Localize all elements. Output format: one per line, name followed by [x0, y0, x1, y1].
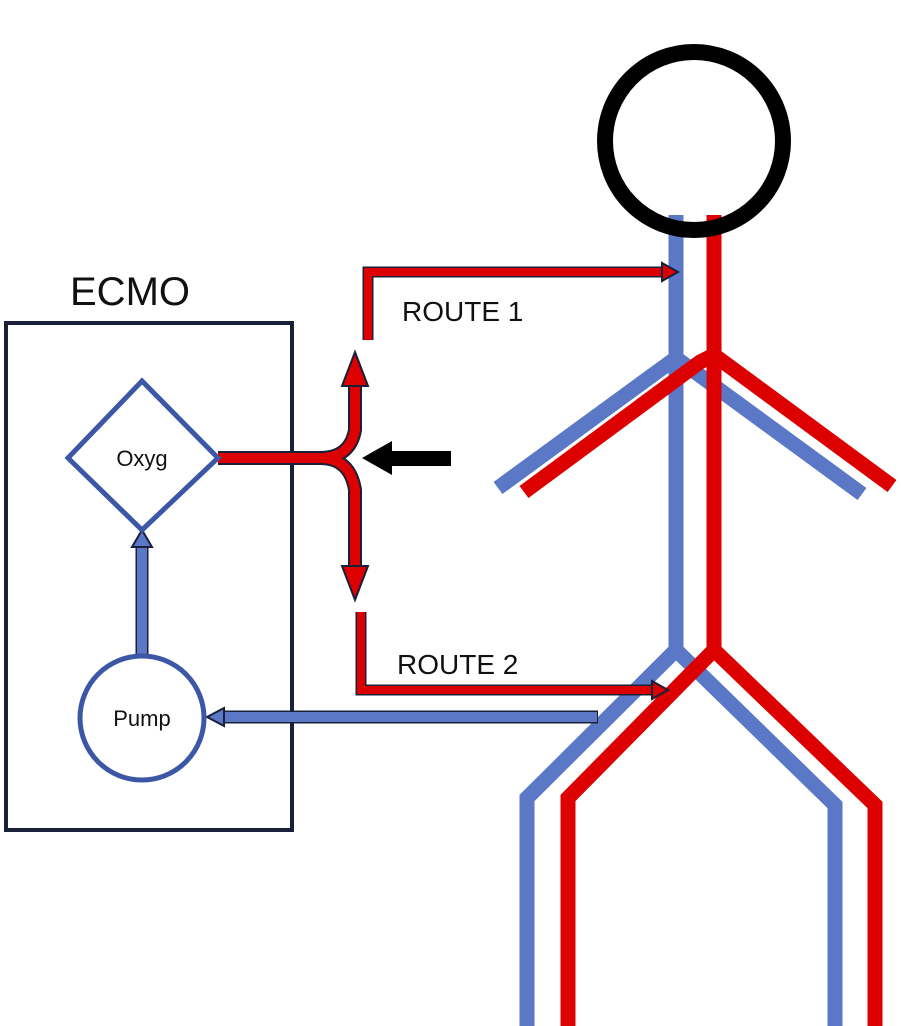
route-1-line: [362, 261, 681, 340]
oxygenator: Oxyg: [64, 377, 222, 534]
pump-to-oxygenator-line: [130, 528, 154, 658]
arterial-left-leg: [560, 644, 720, 1026]
oxygenator-outflow: [218, 349, 370, 603]
route-2-line: [355, 612, 671, 701]
arrow-left-icon: [362, 441, 451, 475]
venous-right-arm: [671, 351, 867, 501]
ecmo-unit: ECMO: [4, 270, 294, 832]
oxygenator-label: Oxyg: [116, 446, 167, 471]
pump: Pump: [77, 653, 207, 783]
arterial-right-arm: [709, 348, 897, 493]
route-2-arrowhead: [651, 679, 671, 701]
route-2-label: ROUTE 2: [397, 649, 518, 680]
venous-right-leg: [670, 644, 843, 1026]
venous-left-leg: [519, 644, 682, 1026]
head: [597, 44, 791, 238]
venous-return-line: [204, 706, 598, 728]
pump-to-oxygenator-arrowhead: [130, 528, 154, 548]
route-1-arrowhead: [661, 261, 681, 283]
venous-system: [493, 215, 867, 1026]
arterial-right-leg: [708, 644, 883, 1026]
ecmo-title: ECMO: [70, 270, 190, 314]
arterial-left-arm: [519, 348, 718, 499]
ecmo-box: [4, 321, 294, 832]
splitter-up-arrowhead: [340, 349, 370, 387]
arterial-system: [519, 215, 897, 1026]
venous-return-arrowhead: [204, 706, 225, 728]
route-1-label: ROUTE 1: [402, 296, 523, 327]
venous-left-arm: [493, 351, 681, 495]
splitter-down-arrowhead: [340, 565, 370, 603]
pump-label: Pump: [113, 706, 170, 731]
